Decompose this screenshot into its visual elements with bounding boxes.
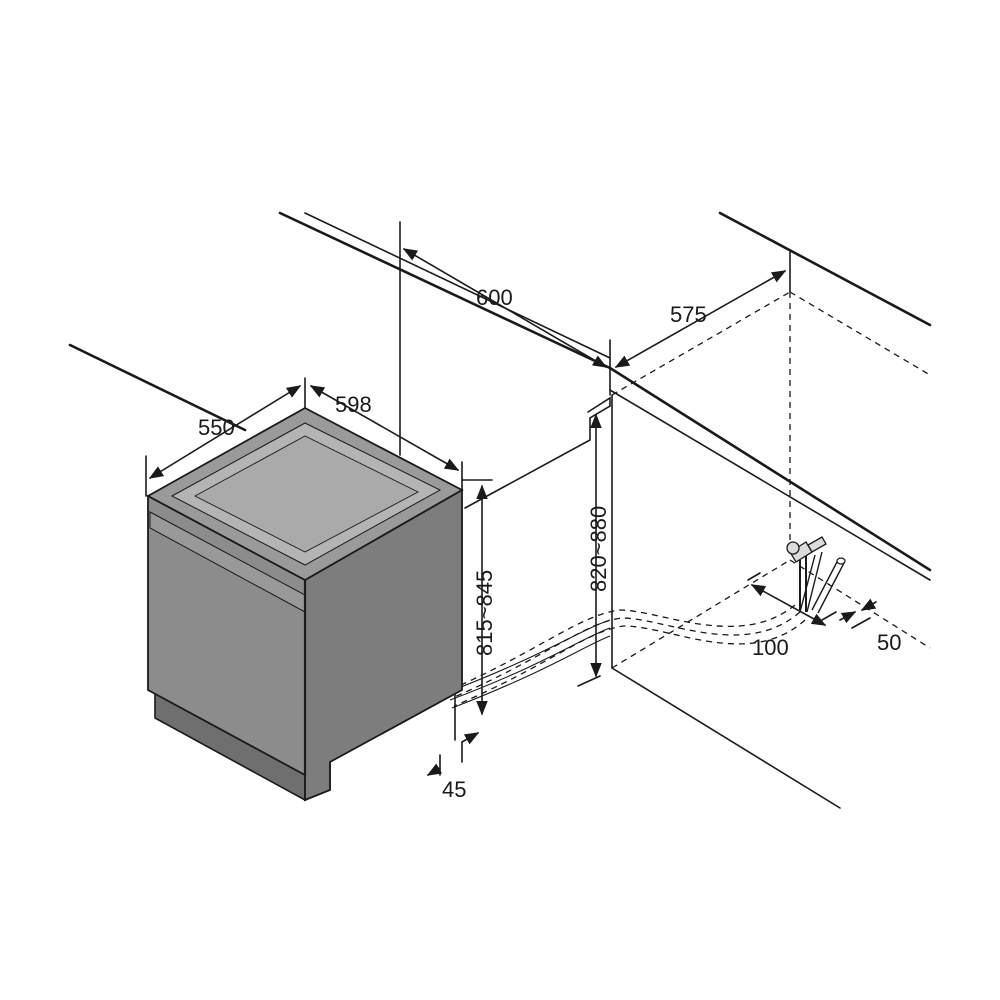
- dim-connection-depth-label: 50: [877, 630, 901, 655]
- dim-appliance-width-label: 598: [335, 392, 372, 417]
- dim-appliance-height-label: 815~845: [472, 570, 497, 656]
- niche-outline: [439, 291, 931, 809]
- dim-plinth-offset-label: 45: [442, 777, 466, 802]
- dim-niche-width-label: 600: [476, 285, 513, 310]
- dimension-lines: [145, 221, 877, 776]
- dishwasher-appliance: [146, 406, 464, 802]
- dim-appliance-depth-label: 550: [198, 415, 235, 440]
- water-connection-taps: [786, 536, 846, 614]
- dim-niche-height-label: 820~880: [586, 506, 611, 592]
- dishwasher-side: [304, 488, 463, 802]
- dim-connection-width-label: 100: [752, 635, 789, 660]
- dim-niche-depth-label: 575: [670, 302, 707, 327]
